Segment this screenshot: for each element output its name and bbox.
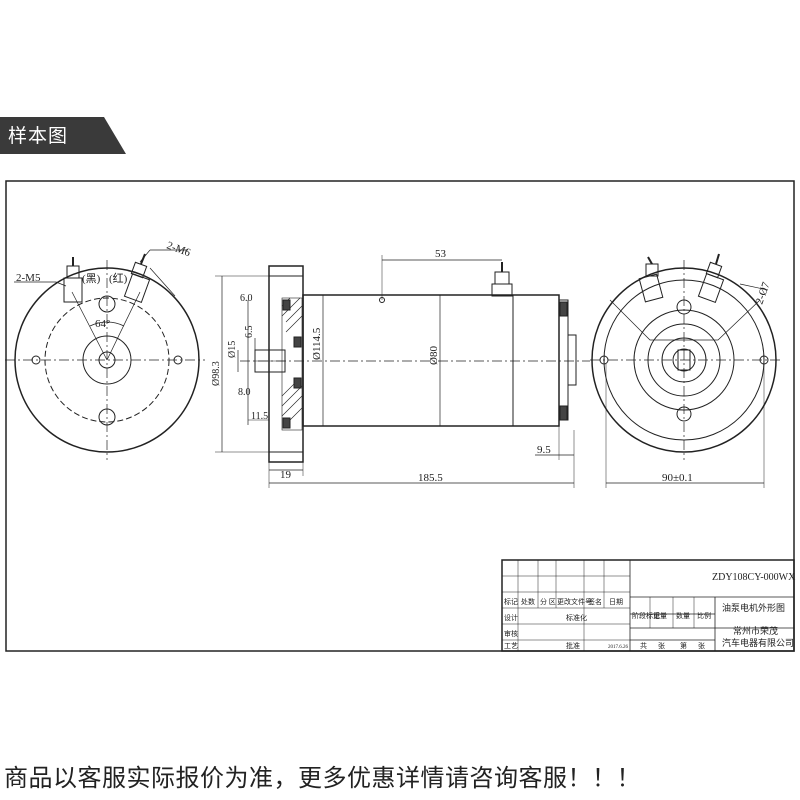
row-total: 共 [640,641,647,650]
dim-53: 53 [435,248,447,260]
row-scale: 比例 [697,611,711,620]
dim-8-0: 8.0 [238,387,251,398]
hdr-count: 处数 [521,597,535,606]
dim-80: Ø80 [428,346,440,365]
terminal-red [123,253,151,303]
dim-11-5: 11.5 [251,411,268,422]
hdr-change: 更改文件号 [557,597,592,606]
label-red: (红) [109,272,128,285]
company-line-1: 常州市荣茂 [733,625,778,636]
terminal-black [63,257,83,303]
row-page-sheet: 张 [698,641,705,650]
hdr-mark: 标记 [504,597,518,606]
row-review: 审核 [504,629,518,638]
row-sheet: 张 [658,641,665,650]
section-banner [0,117,126,154]
dim-90: 90±0.1 [662,472,693,484]
row-std: 标准化 [566,613,587,622]
row-qty: 数量 [676,611,690,620]
side-view [215,255,590,488]
company-line-2: 汽车电器有限公司 [722,637,794,648]
dim-6-5: 6.5 [244,326,255,339]
row-stage: 阶段标记 [632,611,660,620]
section-title: 样本图 [8,125,69,147]
dim-7: 2-Ø7 [754,280,773,306]
dim-m6: 2-M6 [165,240,193,260]
left-end-view [5,249,205,460]
dim-angle: 64° [95,318,110,330]
right-end-view [590,253,780,488]
row-weight: 重量 [653,612,667,620]
title-block [501,559,795,652]
row-date: 2017.6.26 [608,645,629,650]
drawing-number: ZDY108CY-000WX [712,572,796,583]
row-page: 第 [680,641,687,650]
label-black: (黑) [82,272,101,285]
hdr-zone: 分 区 [540,597,556,606]
dim-6-0: 6.0 [240,293,253,304]
hdr-date: 日期 [609,598,623,606]
dim-15: Ø15 [227,341,238,358]
dim-98: Ø98.3 [211,361,222,386]
hdr-sign: 签名 [588,597,602,606]
footer-notice: 商品以客服实际报价为准，更多优惠详情请咨询客服！！！ [4,764,641,792]
row-process: 工艺 [504,642,518,650]
dim-19: 19 [280,469,292,481]
row-approve: 批准 [566,641,580,650]
drawing-title: 油泵电机外形图 [722,602,785,613]
dim-m5: 2-M5 [16,272,41,284]
dim-185: 185.5 [418,472,443,484]
row-design: 设计 [504,613,518,622]
drawing-frame [5,180,795,652]
dim-114: Ø114.5 [311,327,323,360]
dim-9-5: 9.5 [537,444,551,456]
